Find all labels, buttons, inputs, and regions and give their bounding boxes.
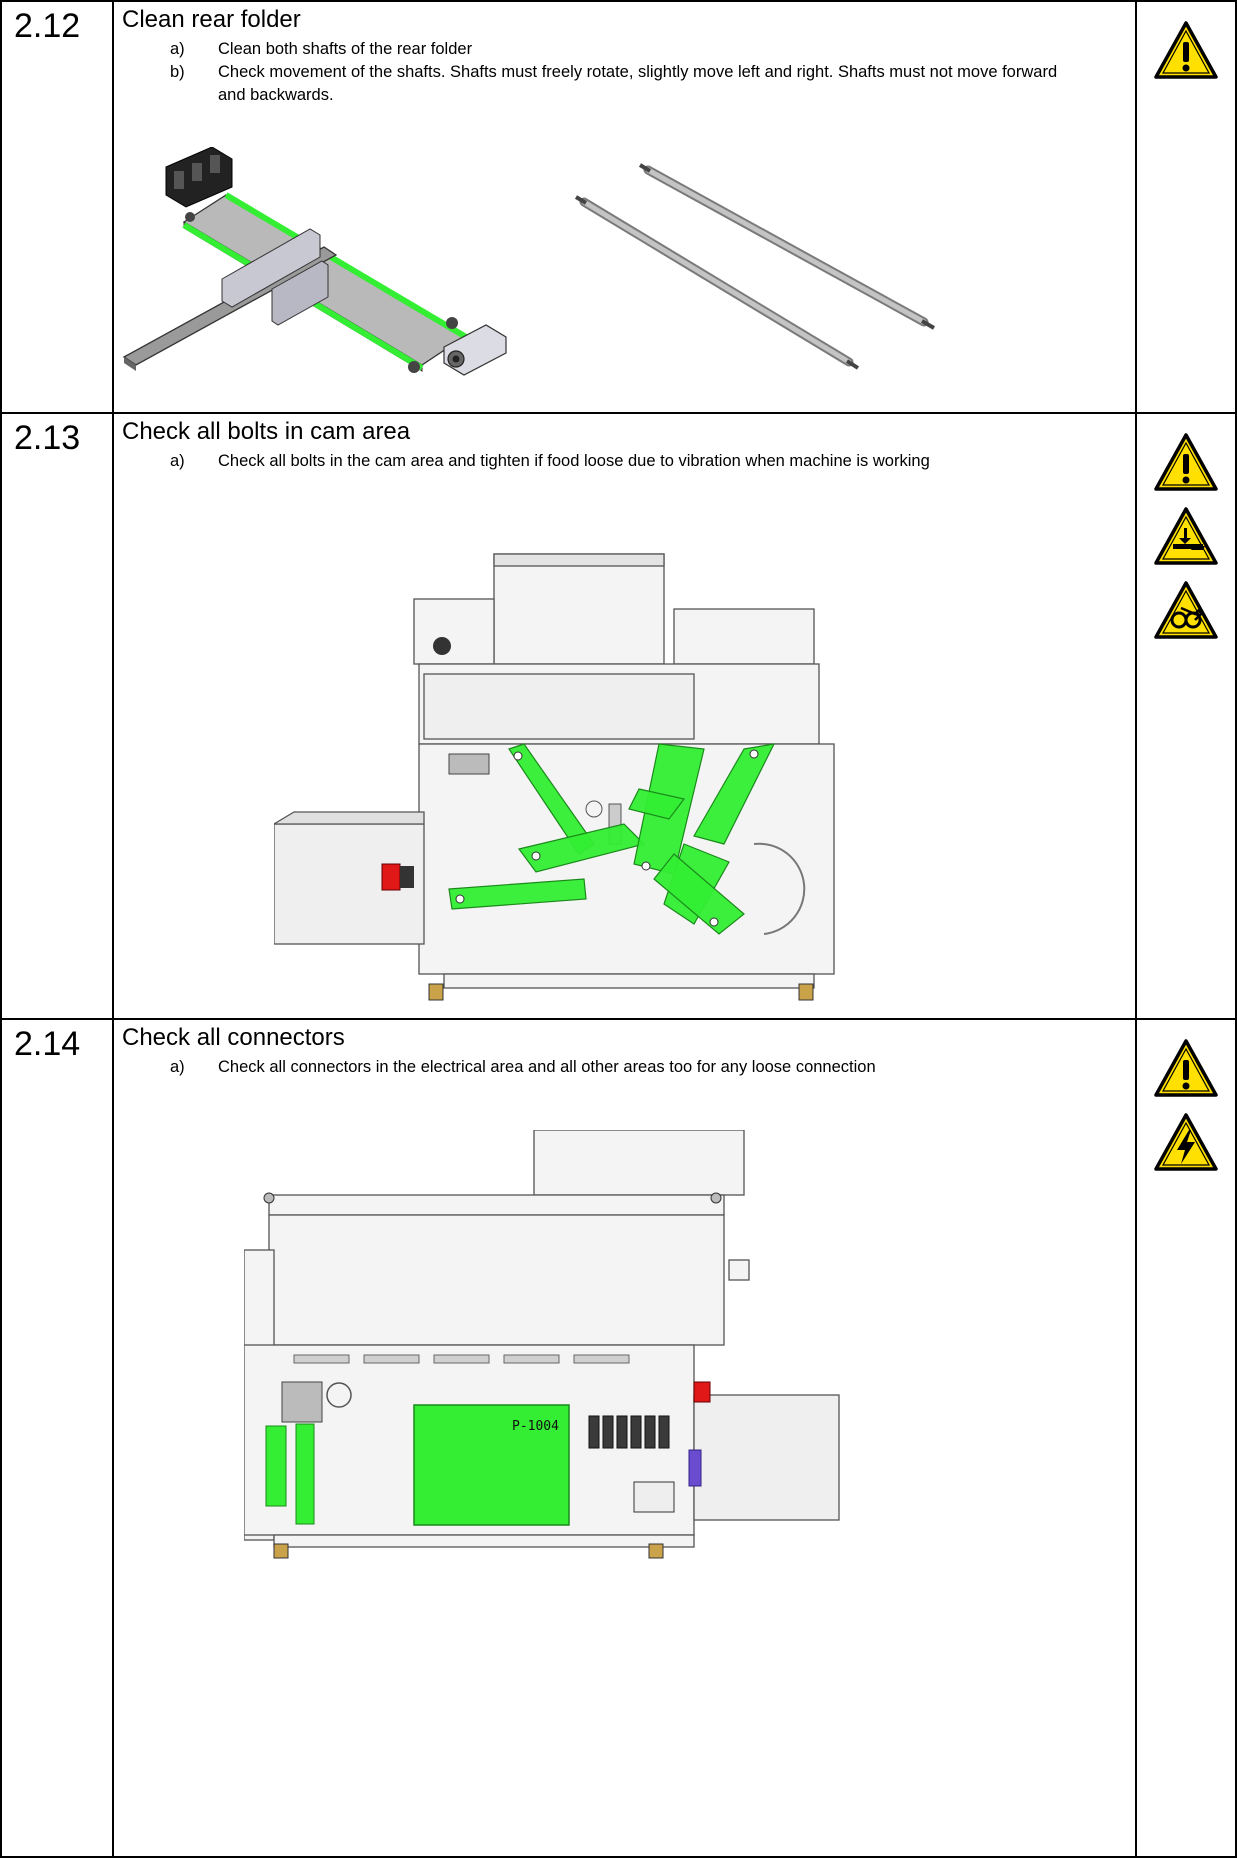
section-title: Check all connectors: [122, 1024, 345, 1051]
general-warning-icon: [1153, 1038, 1219, 1098]
warnings-cell: [1135, 1018, 1237, 1858]
warnings-cell: [1135, 412, 1237, 1020]
step-text: Check all connectors in the electrical a…: [218, 1058, 876, 1076]
step-letter: b): [170, 63, 185, 81]
section-title: Clean rear folder: [122, 6, 301, 33]
step-list: a) Check all connectors in the electrical…: [122, 1056, 1082, 1079]
section-number-cell: 2.14: [0, 1018, 114, 1858]
step-item: a) Check all bolts in the cam area and ti…: [122, 450, 1082, 473]
section-title: Check all bolts in cam area: [122, 418, 411, 445]
section-number: 2.14: [14, 1025, 81, 1063]
cam-area-illustration: [274, 553, 835, 1001]
step-text: Check movement of the shafts. Shafts mus…: [218, 63, 1058, 104]
section-number: 2.12: [14, 7, 81, 45]
section-2-12: 2.12 Clean rear folder a) Clean both shaf…: [0, 0, 1237, 414]
step-text: Clean both shafts of the rear folder: [218, 40, 473, 58]
section-body-cell: Clean rear folder a) Clean both shafts of…: [112, 0, 1137, 414]
section-number: 2.13: [14, 419, 81, 457]
warnings-cell: [1135, 0, 1237, 414]
rear-folder-illustration: [122, 147, 507, 376]
crush-hazard-icon: [1153, 506, 1219, 566]
section-2-14: 2.14 Check all connectors a)Check all co…: [0, 1018, 1237, 1858]
section-2-13: 2.13 Check all bolts in cam area a)Check…: [0, 412, 1237, 1020]
hand-entanglement-icon: [1153, 580, 1219, 640]
step-item: a) Check all connectors in the electrical…: [122, 1056, 1082, 1079]
step-item: a) Clean both shafts of the rear folder: [122, 38, 1082, 61]
general-warning-icon: [1153, 20, 1219, 80]
panel-label: P-1004: [512, 1419, 559, 1434]
step-item: b) Check movement of the shafts. Shafts m…: [122, 61, 1082, 107]
section-number-cell: 2.13: [0, 412, 114, 1020]
step-letter: a): [170, 40, 185, 58]
shafts-illustration: [574, 163, 936, 370]
section-number-cell: 2.12: [0, 0, 114, 414]
step-letter: a): [170, 1058, 185, 1076]
step-list: a) Clean both shafts of the rear folder b…: [122, 38, 1082, 107]
step-list: a) Check all bolts in the cam area and ti…: [122, 450, 1082, 473]
general-warning-icon: [1153, 432, 1219, 492]
electrical-hazard-icon: [1153, 1112, 1219, 1172]
step-text: Check all bolts in the cam area and tigh…: [218, 452, 930, 470]
section-body-cell: Check all connectors a) Check all connect…: [112, 1018, 1137, 1858]
section-body-cell: Check all bolts in cam area a) Check all …: [112, 412, 1137, 1020]
step-letter: a): [170, 452, 185, 470]
electrical-area-illustration: P-1004: [244, 1130, 840, 1559]
